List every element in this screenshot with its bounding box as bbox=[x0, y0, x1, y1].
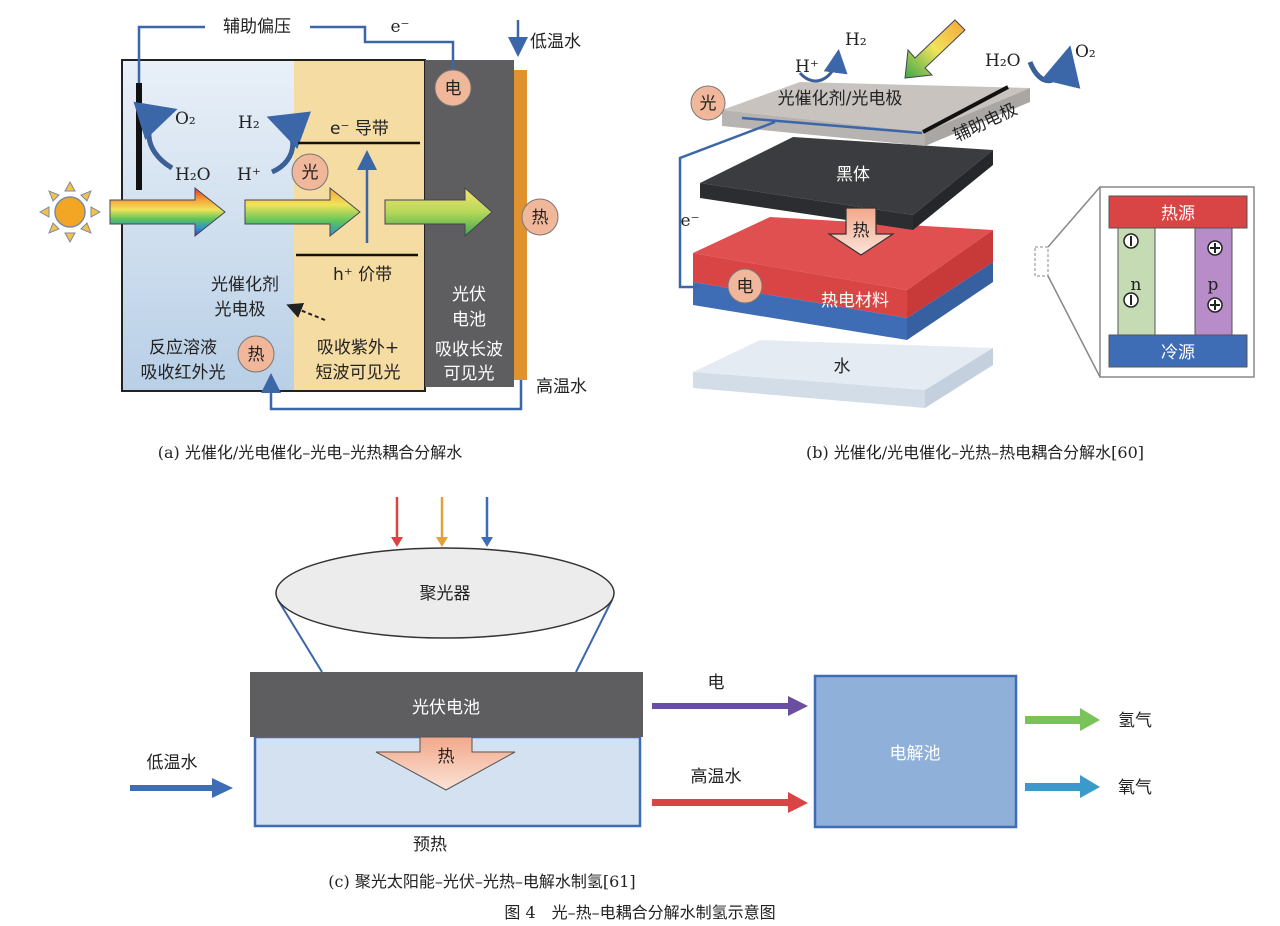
caption-a: (a) 光催化/光电催化–光电–光热耦合分解水 bbox=[158, 443, 463, 462]
badge-electricity: 电 bbox=[434, 69, 472, 107]
svg-text:电: 电 bbox=[445, 79, 462, 99]
blackbody bbox=[700, 137, 993, 215]
heat-exchanger-strip bbox=[514, 70, 527, 380]
water-plate bbox=[693, 340, 993, 390]
svg-text:热: 热 bbox=[532, 208, 549, 228]
dashed-pointer bbox=[286, 303, 326, 321]
caption-c: (c) 聚光太阳能–光伏–光热–电解水制氢[61] bbox=[328, 872, 635, 891]
panel-a: 辅助偏压 e⁻ 低温水 高温水 O₂ H₂O H₂ H⁺ e⁻ 导带 h⁺ 价带… bbox=[38, 17, 587, 462]
valence-band-label: h⁺ 价带 bbox=[333, 265, 392, 285]
hot-water-label: 高温水 bbox=[691, 767, 742, 787]
light-arrow-3 bbox=[384, 186, 493, 238]
pv-label-2: 电池 bbox=[452, 310, 486, 330]
panel-b: 水 热电材料 黑体 热 光催化剂/光电极 辅助电极 e⁻ H⁺ H₂ H₂O O… bbox=[678, 19, 1255, 462]
sun-icon bbox=[38, 180, 102, 244]
photocatalyst-plate bbox=[722, 82, 1030, 132]
sunlight-arrow bbox=[904, 19, 966, 79]
absorb-label-1: 吸收紫外+ bbox=[317, 338, 399, 358]
external-wire bbox=[678, 116, 923, 289]
svg-text:电: 电 bbox=[737, 277, 754, 297]
hot-water-return-wire bbox=[261, 373, 523, 411]
n-label: n bbox=[1131, 275, 1142, 295]
hydrogen-arrow bbox=[1025, 708, 1100, 731]
electricity-label: 电 bbox=[708, 673, 725, 693]
o2-label: O₂ bbox=[175, 109, 196, 129]
solution-label-1: 反应溶液 bbox=[149, 338, 217, 358]
reduction-arrow bbox=[798, 49, 848, 83]
hplus-label: H⁺ bbox=[237, 165, 261, 185]
pv-cell bbox=[250, 672, 643, 737]
badge-electricity: 电 bbox=[727, 268, 763, 304]
heat-label: 热 bbox=[853, 221, 870, 241]
light-arrow-2 bbox=[244, 186, 361, 238]
absorb-label-2: 短波可见光 bbox=[316, 363, 401, 383]
bias-label: 辅助偏压 bbox=[223, 17, 291, 37]
thermoelectric-label: 热电材料 bbox=[821, 291, 889, 311]
catalyst-label-1: 光催化剂 bbox=[211, 275, 279, 295]
conduction-band-label: e⁻ 导带 bbox=[330, 119, 389, 139]
heat-source-label: 热源 bbox=[1161, 204, 1195, 224]
h2-label: H₂ bbox=[845, 30, 867, 50]
catalyst-label: 光催化剂/光电极 bbox=[778, 89, 903, 109]
badge-light: 光 bbox=[690, 85, 726, 121]
electricity-arrow bbox=[652, 696, 808, 716]
svg-text:光: 光 bbox=[700, 94, 717, 114]
solution-label-2: 吸收红外光 bbox=[141, 363, 226, 383]
h2o-label: H₂O bbox=[985, 51, 1021, 71]
pv-label-4: 可见光 bbox=[444, 364, 495, 384]
zoom-region bbox=[1034, 246, 1049, 277]
photocatalyst-region bbox=[294, 60, 425, 391]
electron-label: e⁻ bbox=[390, 17, 409, 37]
figure-caption: 图 4 光–热–电耦合分解水制氢示意图 bbox=[504, 903, 775, 922]
oxidation-arrow bbox=[133, 101, 178, 171]
concentrator-label: 聚光器 bbox=[420, 584, 471, 604]
heat-source bbox=[1108, 195, 1248, 229]
oxidation-arrow bbox=[1027, 45, 1081, 89]
bias-wire bbox=[137, 25, 455, 83]
svg-text:光: 光 bbox=[302, 163, 319, 183]
catalyst-label-2: 光电极 bbox=[215, 300, 266, 320]
pv-label: 光伏电池 bbox=[412, 698, 480, 718]
blackbody-label: 黑体 bbox=[836, 165, 870, 185]
oxygen-label: 氧气 bbox=[1118, 778, 1152, 798]
electrolyzer bbox=[813, 674, 1018, 829]
heat-label: 热 bbox=[438, 747, 455, 767]
thermoelectric-top bbox=[693, 217, 993, 290]
cold-water-label: 低温水 bbox=[147, 753, 198, 773]
reduction-arrow bbox=[266, 111, 312, 175]
hplus-label: H⁺ bbox=[795, 57, 819, 77]
thermoelectric-inset: 热源 n p 冷源 bbox=[1099, 186, 1255, 378]
electrolyzer-label: 电解池 bbox=[890, 744, 941, 764]
pv-label-3: 吸收长波 bbox=[435, 340, 503, 360]
hot-water-arrow bbox=[652, 792, 808, 813]
light-arrow-1 bbox=[109, 186, 226, 238]
electron-label: e⁻ bbox=[680, 211, 699, 231]
cold-water-arrow bbox=[130, 778, 233, 798]
cold-water-label: 低温水 bbox=[530, 32, 581, 52]
svg-text:热: 热 bbox=[248, 345, 265, 365]
panel-c: 聚光器 光伏电池 热 低温水 预热 电 高温水 电解池 氢气 氧气 (c) 聚光… bbox=[130, 497, 1152, 891]
h2o-label: H₂O bbox=[175, 165, 211, 185]
counter-electrode bbox=[136, 83, 142, 190]
concentrator bbox=[275, 547, 615, 639]
o2-label: O₂ bbox=[1075, 42, 1096, 62]
caption-b: (b) 光催化/光电催化–光热–热电耦合分解水[60] bbox=[806, 443, 1144, 462]
heat-arrow bbox=[826, 207, 896, 256]
cold-source bbox=[1108, 334, 1248, 368]
p-label: p bbox=[1208, 275, 1219, 295]
badge-heat-pv: 热 bbox=[521, 198, 559, 236]
hot-water-label: 高温水 bbox=[536, 377, 587, 397]
water-label: 水 bbox=[834, 357, 851, 377]
badge-light: 光 bbox=[291, 153, 329, 191]
pv-label-1: 光伏 bbox=[452, 285, 486, 305]
oxygen-arrow bbox=[1025, 775, 1100, 798]
heat-arrow bbox=[375, 736, 516, 791]
aux-electrode bbox=[922, 85, 1009, 134]
hydrogen-label: 氢气 bbox=[1118, 711, 1152, 731]
cold-source-label: 冷源 bbox=[1161, 343, 1195, 363]
badge-heat-solution: 热 bbox=[237, 335, 275, 373]
preheat-label: 预热 bbox=[413, 835, 447, 855]
h2-label: H₂ bbox=[238, 113, 260, 133]
